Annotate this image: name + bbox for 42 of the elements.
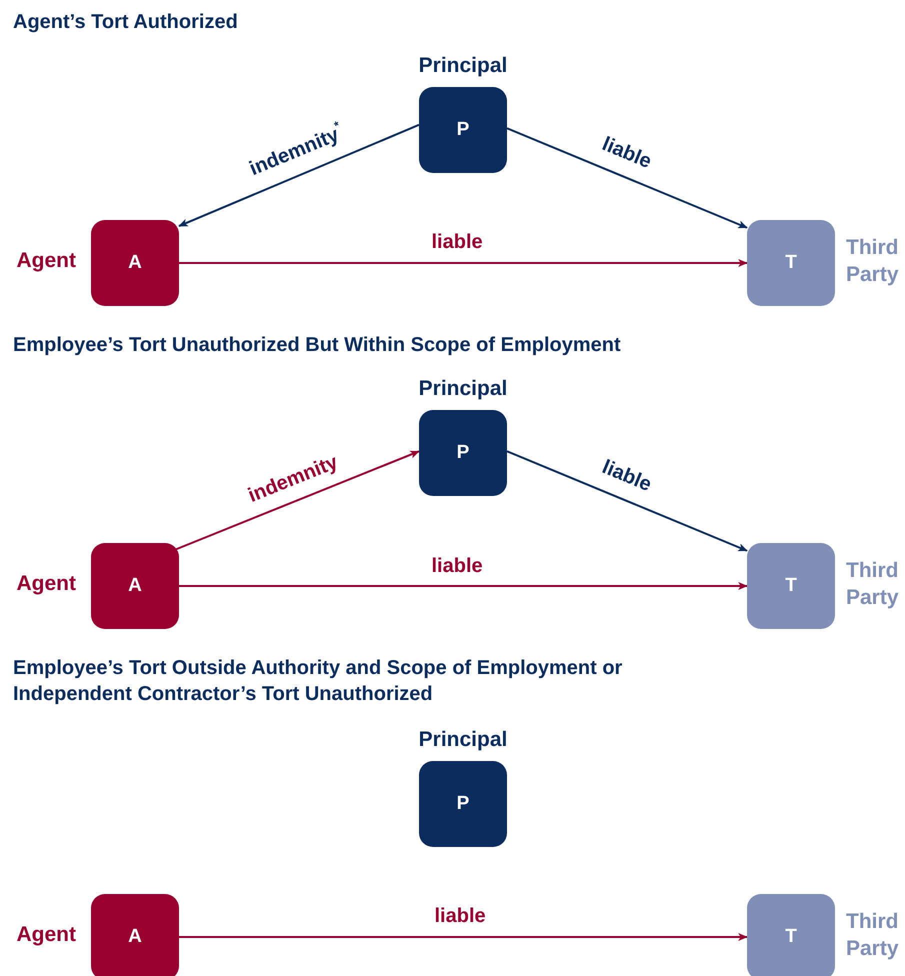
edge-label: liable: [434, 904, 486, 928]
principal-box: [419, 410, 507, 496]
edge-label: liable: [598, 132, 654, 174]
node-letter: P: [456, 119, 470, 141]
agent-box: [91, 894, 179, 976]
third-party-label: Third Party: [846, 909, 900, 962]
arrow: [174, 450, 420, 551]
section-heading: Agent’s Tort Authorized: [13, 10, 239, 35]
principal-label: Principal: [418, 727, 508, 753]
arrow: [179, 933, 748, 941]
node-letter: A: [128, 575, 142, 597]
arrow: [506, 450, 748, 552]
agent-label: Agent: [16, 922, 76, 948]
agent-label: Agent: [16, 571, 76, 597]
node-letter: P: [456, 793, 470, 815]
node-letter: T: [785, 926, 797, 948]
edge-label: liable: [432, 554, 483, 578]
third-party-label: Third Party: [846, 235, 900, 288]
node-letter: T: [785, 252, 797, 274]
node-letter: A: [128, 252, 142, 274]
agent-box: [91, 220, 179, 306]
section-heading: Employee’s Tort Unauthorized But Within Scope of Employment: [13, 333, 622, 358]
principal-label: Principal: [418, 53, 508, 79]
agent-box: [91, 543, 179, 629]
principal-box: [419, 87, 507, 173]
third-party-label: Third Party: [846, 558, 900, 611]
third-party-box: [747, 894, 835, 976]
node-letter: P: [456, 442, 470, 464]
third-party-box: [747, 220, 835, 306]
principal-label: Principal: [418, 376, 508, 402]
arrow: [179, 259, 748, 267]
agent-label: Agent: [16, 248, 76, 274]
arrow: [178, 124, 420, 227]
edge-label: liable: [598, 456, 654, 496]
principal-box: [419, 761, 507, 847]
arrow: [179, 582, 748, 590]
edge-label: liable: [432, 230, 483, 254]
node-letter: A: [128, 926, 142, 948]
section-heading: Employee’s Tort Outside Authority and Scope of Employment or Independent Contractor’s Tort Unauthorized: [13, 656, 624, 707]
third-party-box: [747, 543, 835, 629]
arrow: [506, 127, 748, 229]
node-letter: T: [785, 575, 797, 597]
